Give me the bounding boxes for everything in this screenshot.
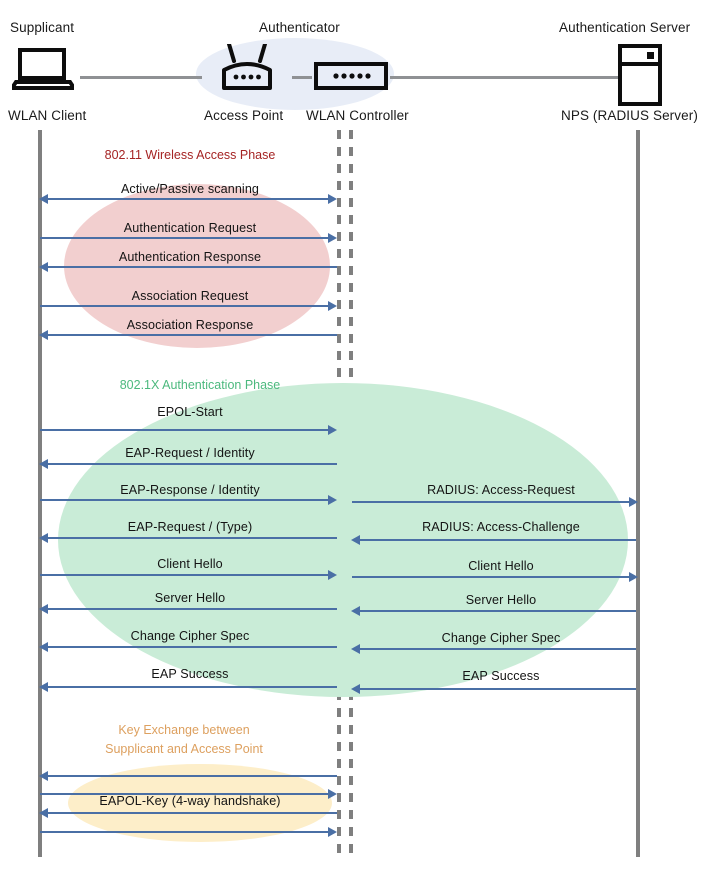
- message-label: Association Response: [126, 318, 254, 332]
- message-line: [352, 501, 632, 503]
- message-line: [47, 334, 337, 336]
- arrow-head-left: [39, 771, 48, 781]
- message-label: Authentication Response: [118, 250, 262, 264]
- access-point-icon: [214, 42, 280, 97]
- arrow-head-left: [39, 642, 48, 652]
- actor-role-supplicant: Supplicant: [10, 20, 75, 35]
- message-label: Change Cipher Spec: [130, 629, 250, 643]
- actor-device-access-point: Access Point: [204, 108, 284, 123]
- arrow-head-left: [39, 194, 48, 204]
- arrow-head-left: [39, 533, 48, 543]
- message-label: EAP-Request / Identity: [125, 446, 255, 460]
- arrow-head-left: [39, 682, 48, 692]
- message-line: [47, 646, 337, 648]
- arrow-head-right: [328, 233, 337, 243]
- arrow-head-right: [328, 789, 337, 799]
- wlan-controller-icon: [314, 62, 388, 95]
- arrow-head-right: [328, 301, 337, 311]
- message-line: [359, 648, 636, 650]
- arrow-head-right: [328, 194, 337, 204]
- message-label: Authentication Request: [123, 221, 257, 235]
- message-label: RADIUS: Access-Challenge: [422, 520, 580, 534]
- message-line: [359, 539, 636, 541]
- actor-device-nps: NPS (RADIUS Server): [561, 108, 698, 123]
- arrow-head-left: [351, 644, 360, 654]
- message-line: [40, 574, 333, 576]
- arrow-head-left: [39, 604, 48, 614]
- message-label: RADIUS: Access-Request: [427, 483, 575, 497]
- message-line: [47, 537, 337, 539]
- message-label: Client Hello: [157, 557, 223, 571]
- message-label: Change Cipher Spec: [441, 631, 561, 645]
- message-line: [40, 305, 333, 307]
- message-label: EAP-Response / Identity: [120, 483, 260, 497]
- message-line: [359, 610, 636, 612]
- arrow-head-left: [39, 459, 48, 469]
- arrow-head-left: [351, 684, 360, 694]
- actor-device-wlan-controller: WLAN Controller: [306, 108, 409, 123]
- message-label: EAP-Request / (Type): [127, 520, 253, 534]
- message-line: [40, 831, 333, 833]
- message-label: Server Hello: [154, 591, 226, 605]
- message-label: EAP Success: [151, 667, 229, 681]
- arrow-head-right: [328, 827, 337, 837]
- wire-client-to-ap: [80, 76, 202, 79]
- arrow-head-right: [328, 425, 337, 435]
- message-line: [40, 429, 333, 431]
- wire-controller-to-nps: [390, 76, 620, 79]
- phase-blob-key-exchange: [68, 764, 332, 842]
- message-label: EPOL-Start: [157, 405, 223, 419]
- message-label: Client Hello: [468, 559, 534, 573]
- wire-ap-to-controller: [292, 76, 312, 79]
- phase-label-wireless-access: 802.11 Wireless Access Phase: [104, 148, 276, 162]
- arrow-head-left: [351, 535, 360, 545]
- message-label: Server Hello: [465, 593, 537, 607]
- phase-label-key-exchange-line2: Supplicant and Access Point: [105, 742, 263, 756]
- arrow-head-right: [629, 572, 638, 582]
- laptop-icon: [8, 48, 78, 95]
- phase-label-dot1x-authentication: 802.1X Authentication Phase: [119, 378, 281, 392]
- message-line: [47, 463, 337, 465]
- arrow-head-left: [39, 262, 48, 272]
- arrow-head-left: [39, 808, 48, 818]
- lifeline-supplicant: [38, 130, 42, 857]
- message-line: [40, 793, 333, 795]
- lifeline-auth-server: [636, 130, 640, 857]
- actor-device-wlan-client: WLAN Client: [8, 108, 87, 123]
- message-line: [47, 686, 337, 688]
- actor-role-auth-server: Authentication Server: [559, 20, 691, 35]
- message-line: [359, 688, 636, 690]
- arrow-head-right: [328, 570, 337, 580]
- message-label: EAPOL-Key (4-way handshake): [99, 794, 281, 808]
- message-line: [40, 237, 333, 239]
- message-line: [47, 812, 337, 814]
- message-line: [47, 608, 337, 610]
- server-icon: [618, 44, 662, 111]
- message-line: [47, 775, 337, 777]
- message-line: [40, 499, 333, 501]
- message-line: [47, 266, 337, 268]
- actor-role-authenticator: Authenticator: [259, 20, 340, 35]
- message-line: [352, 576, 632, 578]
- arrow-head-left: [39, 330, 48, 340]
- arrow-head-right: [629, 497, 638, 507]
- arrow-head-right: [328, 495, 337, 505]
- message-label: Active/Passive scanning: [120, 182, 260, 196]
- phase-label-key-exchange-line1: Key Exchange between: [118, 723, 250, 737]
- arrow-head-left: [351, 606, 360, 616]
- message-line: [47, 198, 333, 200]
- message-label: Association Request: [131, 289, 249, 303]
- message-label: EAP Success: [462, 669, 540, 683]
